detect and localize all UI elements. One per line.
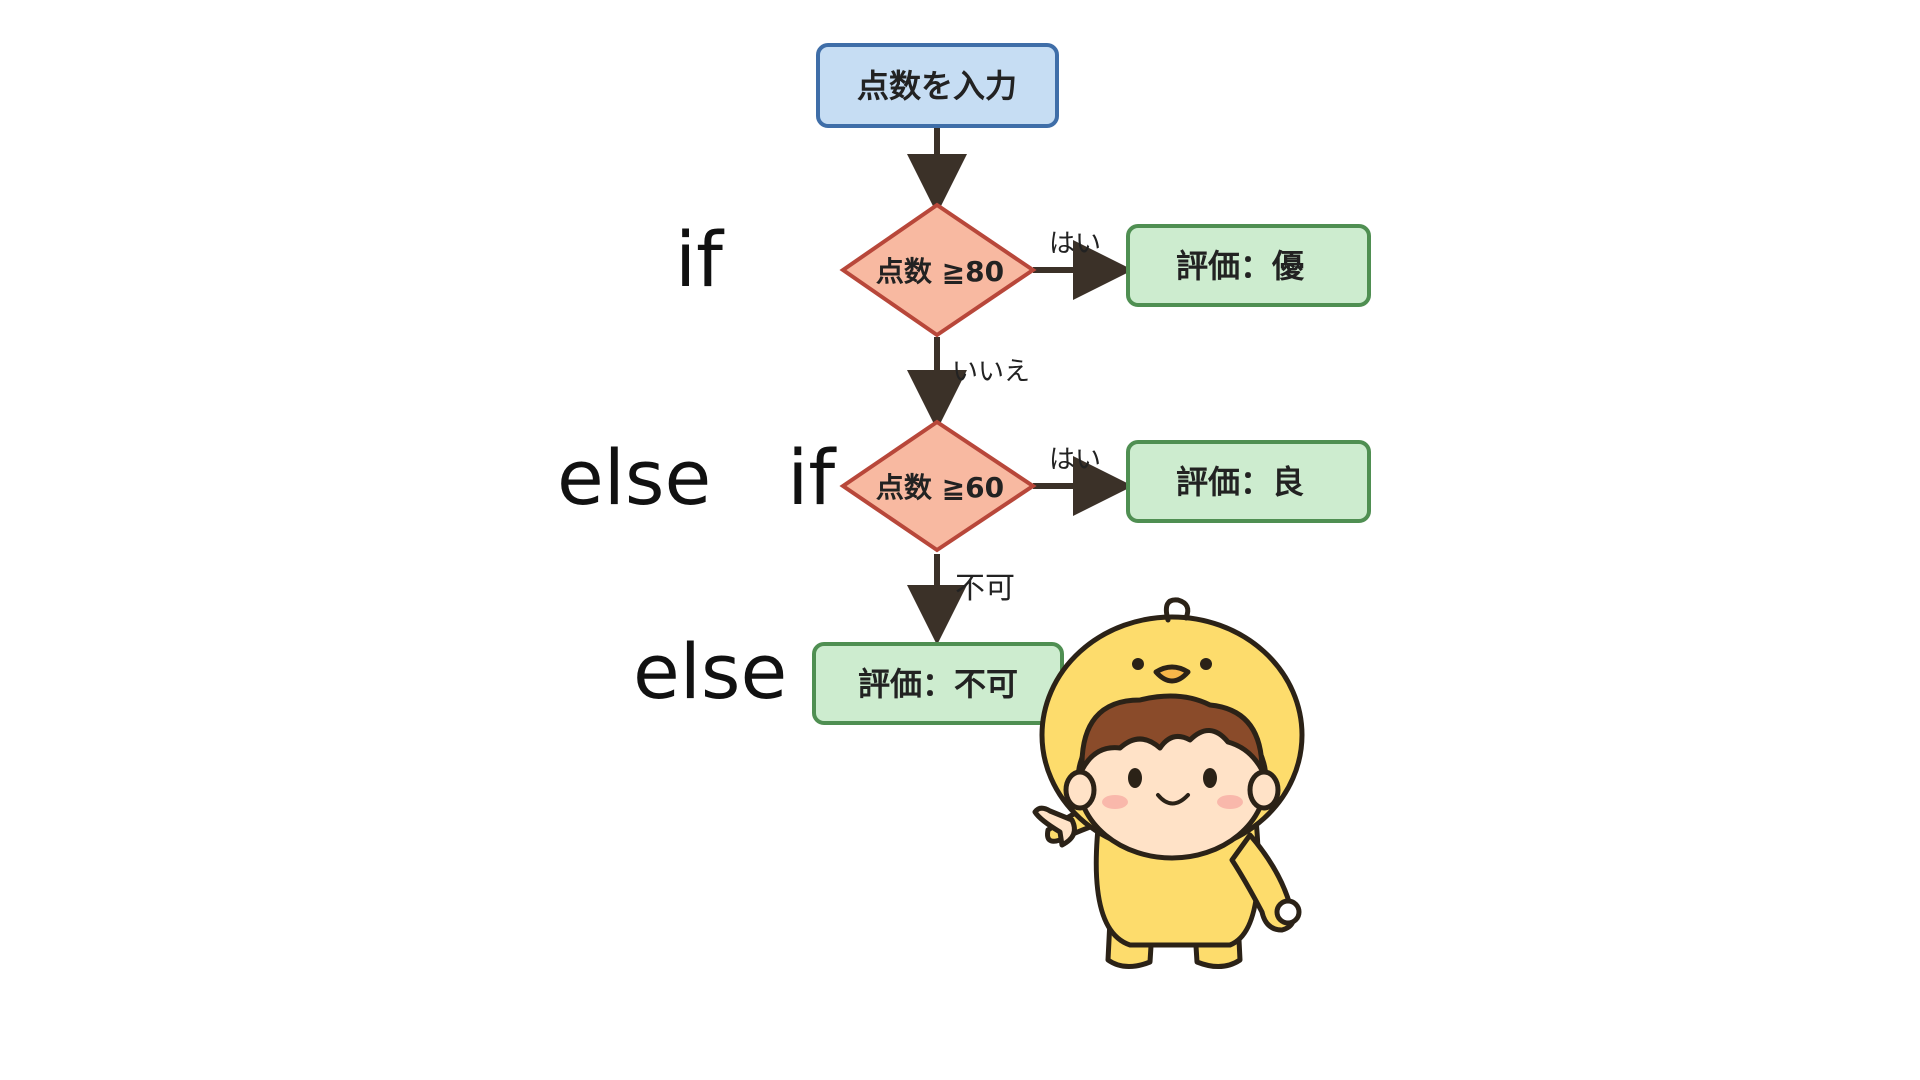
decision-node-1: 点数 ≧80 <box>839 202 1037 338</box>
keyword-else: else <box>633 627 788 716</box>
start-node: 点数を入力 <box>816 43 1059 128</box>
keyword-if: if <box>675 215 723 304</box>
connectors <box>907 128 1133 645</box>
decision-1-label: 点数 ≧80 <box>876 255 1004 288</box>
edge-label-cond2-yes: はい <box>1049 445 1101 475</box>
result-node-excellent: 評価：優 <box>1126 224 1371 307</box>
result-good-label: 評価：良 <box>1176 463 1304 501</box>
decision-2-label: 点数 ≧60 <box>876 471 1004 504</box>
decision-node-2: 点数 ≧60 <box>839 419 1037 553</box>
edge-label-cond2-no: 不可 <box>955 571 1015 606</box>
result-node-fail: 評価：不可 <box>812 642 1064 725</box>
edge-label-cond1-yes: はい <box>1049 229 1101 259</box>
keyword-else-if: else if <box>557 433 836 522</box>
edge-label-cond1-no: いいえ <box>952 357 1030 387</box>
start-node-label: 点数を入力 <box>857 67 1017 105</box>
chick-costume-child-illustration <box>1032 597 1305 969</box>
result-node-good: 評価：良 <box>1126 440 1371 523</box>
result-fail-label: 評価：不可 <box>858 665 1018 703</box>
result-excellent-label: 評価：優 <box>1176 247 1305 285</box>
